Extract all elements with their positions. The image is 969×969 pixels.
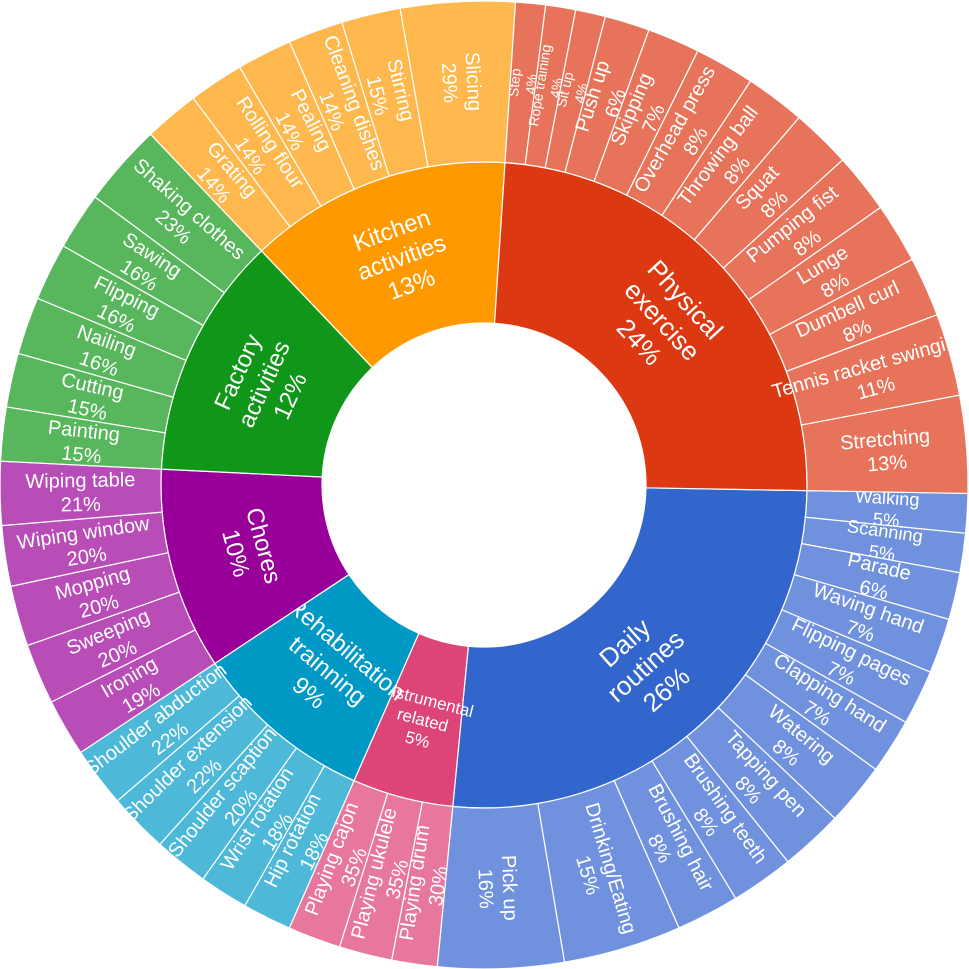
subcategory-ironing[interactable]: Ironing19% — [50, 629, 216, 754]
category-physical-exercise[interactable]: Physicalexercise24% — [493, 162, 808, 492]
subcategory-mopping[interactable]: Mopping20% — [10, 551, 181, 647]
subcategory-tennis-racket-swinging[interactable]: Tennis racket swinging11% — [770, 313, 969, 427]
subcategory-painting[interactable]: Painting15% — [0, 406, 166, 470]
category-chores[interactable]: Chores10% — [160, 468, 350, 665]
subcategory-drinking-eating[interactable]: Drinking/Eating15% — [537, 779, 680, 963]
subcategory-segment-stretching[interactable] — [800, 394, 969, 495]
subcategory-pick-up[interactable]: Pick up16% — [436, 802, 566, 969]
subcategory-stirring[interactable]: Stirring15% — [341, 7, 429, 177]
subcategory-squat[interactable]: Squat8% — [693, 116, 844, 269]
subcategory-label-ironing: Ironing19% — [97, 653, 173, 723]
subcategory-wiping-window[interactable]: Wiping window20% — [1, 511, 169, 588]
category-kitchen-activities[interactable]: Kitchenactivities13% — [260, 161, 506, 369]
subcategory-label-pick-up: Pick up16% — [473, 855, 521, 922]
category-label-physical-exercise: Physicalexercise24% — [596, 254, 730, 388]
center-hole — [322, 323, 646, 647]
category-factory-activities[interactable]: Factoryactivities12% — [160, 250, 374, 478]
category-daily-routines[interactable]: Dailyroutines26% — [452, 487, 808, 809]
category-label-kitchen-activities: Kitchenactivities13% — [344, 202, 459, 313]
subcategory-stretching[interactable]: Stretching13% — [800, 394, 969, 495]
subcategory-lunge[interactable]: Lunge8% — [747, 206, 913, 336]
subcategory-label-wiping-table: Wiping table21% — [25, 469, 136, 517]
subcategory-label-slicing: Slicing29% — [436, 51, 485, 112]
subcategory-wiping-table[interactable]: Wiping table21% — [0, 460, 163, 527]
subcategory-playing-cajon[interactable]: Playing cajon35% — [288, 779, 389, 948]
subcategory-push-up[interactable]: Push up6% — [564, 15, 650, 183]
